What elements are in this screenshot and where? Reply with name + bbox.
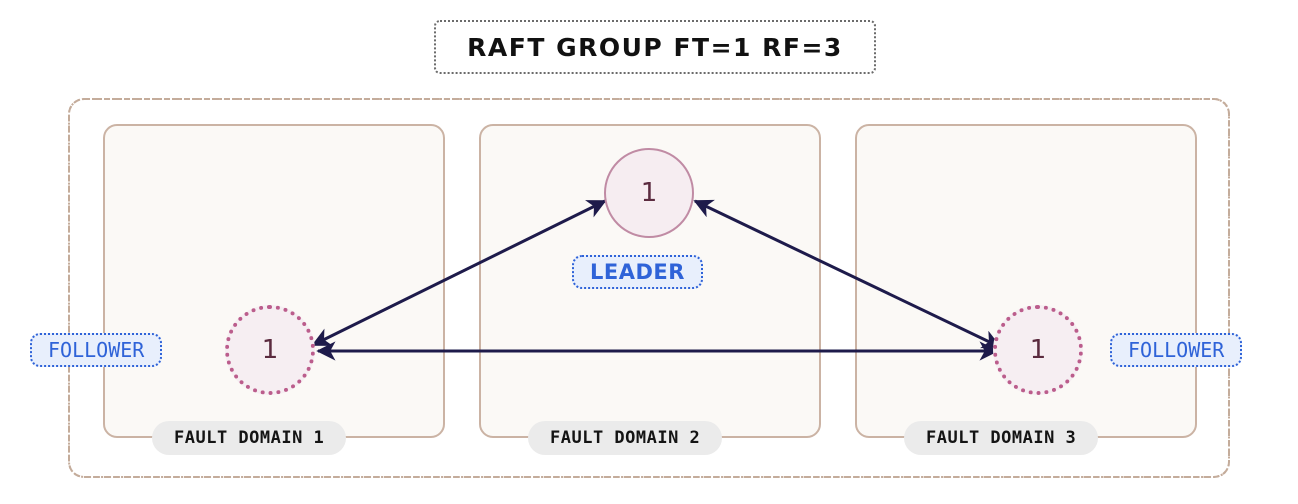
node-follower-1[interactable]: 1 xyxy=(225,305,315,395)
node-leader[interactable]: 1 xyxy=(604,148,694,238)
fault-domain-3-label-text: FAULT DOMAIN 3 xyxy=(926,428,1077,448)
diagram-title-box: RAFT GROUP FT=1 RF=3 xyxy=(434,20,876,74)
badge-leader-label: LEADER xyxy=(590,260,685,284)
fault-domain-1-label: FAULT DOMAIN 1 xyxy=(152,421,347,455)
fault-domain-3-label: FAULT DOMAIN 3 xyxy=(904,421,1099,455)
status-badge-follower-left: FOLLOWER xyxy=(30,333,163,367)
status-badge-follower-right: FOLLOWER xyxy=(1110,333,1243,367)
node-follower-3[interactable]: 1 xyxy=(993,305,1083,395)
fault-domain-1-label-text: FAULT DOMAIN 1 xyxy=(174,428,325,448)
fault-domain-2-label: FAULT DOMAIN 2 xyxy=(528,421,723,455)
badge-follower-left-label: FOLLOWER xyxy=(48,338,145,362)
status-badge-leader: LEADER xyxy=(572,255,703,289)
node-follower-1-value: 1 xyxy=(261,335,279,365)
raft-group-boundary xyxy=(68,98,1230,478)
badge-follower-right-label: FOLLOWER xyxy=(1128,338,1225,362)
node-leader-value: 1 xyxy=(640,178,658,208)
page-title: RAFT GROUP FT=1 RF=3 xyxy=(467,32,843,62)
node-follower-3-value: 1 xyxy=(1029,335,1047,365)
fault-domain-2-label-text: FAULT DOMAIN 2 xyxy=(550,428,701,448)
